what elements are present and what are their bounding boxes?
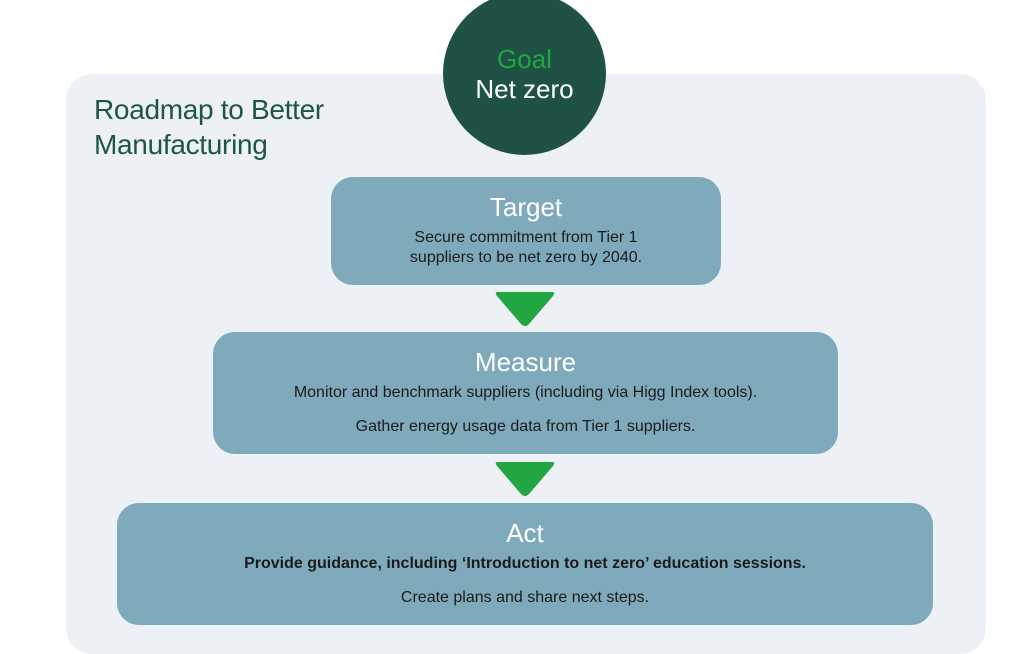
stage-description-line: Provide guidance, including ‘Introductio… [244, 555, 806, 572]
stage-target: Target Secure commitment from Tier 1 sup… [331, 177, 721, 285]
down-arrow-icon [495, 462, 555, 496]
stage-title: Target [489, 192, 563, 222]
stage-description-line: Gather energy usage data from Tier 1 sup… [355, 418, 696, 435]
goal-value: Net zero [475, 74, 574, 104]
diagram-title: Roadmap to Better Manufacturing [94, 94, 324, 160]
stage-measure: Measure Monitor and benchmark suppliers … [213, 332, 838, 454]
stage-description-line: suppliers to be net zero by 2040. [409, 249, 643, 266]
stage-title: Measure [474, 347, 577, 377]
stage-act: Act Provide guidance, including ‘Introdu… [117, 503, 933, 625]
stage-description-line: Create plans and share next steps. [400, 589, 650, 606]
goal-label: Goal [497, 44, 552, 74]
stage-description-line: Monitor and benchmark suppliers (includi… [293, 384, 758, 401]
stage-title: Act [506, 518, 544, 548]
stage-description-line: Secure commitment from Tier 1 [414, 229, 638, 246]
down-arrow-icon [495, 292, 555, 326]
goal-circle: Goal Net zero [443, 0, 606, 155]
